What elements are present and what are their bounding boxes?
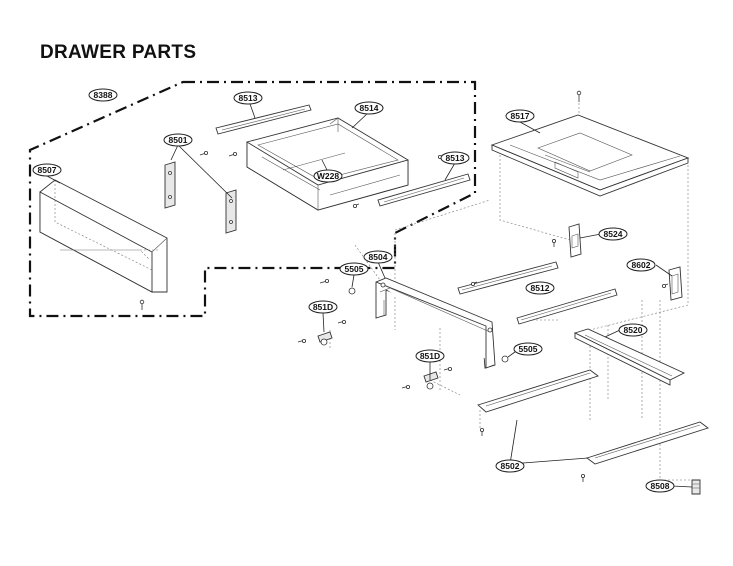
label-8517: 8517 bbox=[505, 109, 535, 123]
label-8501: 8501 bbox=[163, 133, 193, 147]
label-8513-upper: 8513 bbox=[233, 91, 263, 105]
label-8508: 8508 bbox=[645, 479, 675, 493]
label-8512-text: 8512 bbox=[531, 283, 550, 293]
slide-rail-right-8513 bbox=[377, 173, 471, 207]
drawer-screws bbox=[139, 146, 446, 310]
lower-rails-8502 bbox=[477, 369, 709, 482]
label-8508-text: 8508 bbox=[651, 481, 670, 491]
bracket-8524 bbox=[552, 223, 582, 258]
leveling-leg-851D-right bbox=[401, 366, 452, 390]
leader-lines bbox=[46, 103, 693, 488]
slide-rail-upper-8513 bbox=[215, 104, 312, 135]
leveling-leg-851D-left bbox=[297, 319, 346, 346]
label-851D-right-text: 851D bbox=[420, 351, 440, 361]
label-851D-right: 851D bbox=[415, 349, 445, 363]
side-brackets-8501 bbox=[164, 161, 237, 234]
label-8502: 8502 bbox=[495, 459, 525, 473]
label-W228: W228 bbox=[313, 169, 343, 183]
label-851D-left-text: 851D bbox=[313, 302, 333, 312]
diagram-title: DRAWER PARTS bbox=[40, 42, 197, 63]
label-8507-text: 8507 bbox=[38, 165, 57, 175]
label-8517-text: 8517 bbox=[511, 111, 530, 121]
label-5505-left: 5505 bbox=[339, 262, 369, 276]
screw-5505-right bbox=[501, 355, 509, 363]
label-8514: 8514 bbox=[354, 101, 384, 115]
drawer-frame-8504 bbox=[375, 277, 496, 369]
label-8512: 8512 bbox=[525, 281, 555, 295]
label-8501-text: 8501 bbox=[169, 135, 188, 145]
label-W228-text: W228 bbox=[317, 171, 339, 181]
label-5505-right-text: 5505 bbox=[519, 344, 538, 354]
label-8507: 8507 bbox=[32, 163, 62, 177]
label-8513-upper-text: 8513 bbox=[239, 93, 258, 103]
slide-rails-8512 bbox=[457, 261, 618, 325]
label-8524-text: 8524 bbox=[604, 229, 623, 239]
label-8513-right-text: 8513 bbox=[446, 153, 465, 163]
drawer-front-panel-8507 bbox=[39, 179, 168, 293]
tray-8520 bbox=[573, 328, 686, 386]
screw-5505-left bbox=[319, 278, 356, 295]
label-8504-text: 8504 bbox=[369, 252, 388, 262]
label-8388-text: 8388 bbox=[94, 90, 113, 100]
foot-8508 bbox=[691, 479, 701, 495]
drawer-tub-8514 bbox=[246, 117, 409, 211]
label-8520: 8520 bbox=[618, 323, 648, 337]
label-851D-left: 851D bbox=[308, 300, 338, 314]
label-8513-right: 8513 bbox=[440, 151, 470, 165]
label-8524: 8524 bbox=[598, 227, 628, 241]
label-5505-right: 5505 bbox=[513, 342, 543, 356]
drawer-assembly-boundary bbox=[28, 80, 477, 318]
label-8388: 8388 bbox=[88, 88, 118, 102]
top-cover-8517 bbox=[490, 90, 690, 197]
label-8514-text: 8514 bbox=[360, 103, 379, 113]
bracket-8602 bbox=[661, 266, 683, 301]
label-8602-text: 8602 bbox=[632, 260, 651, 270]
label-8502-text: 8502 bbox=[501, 461, 520, 471]
label-8602: 8602 bbox=[626, 258, 656, 272]
label-8504: 8504 bbox=[363, 250, 393, 264]
label-5505-left-text: 5505 bbox=[345, 264, 364, 274]
label-8520-text: 8520 bbox=[624, 325, 643, 335]
